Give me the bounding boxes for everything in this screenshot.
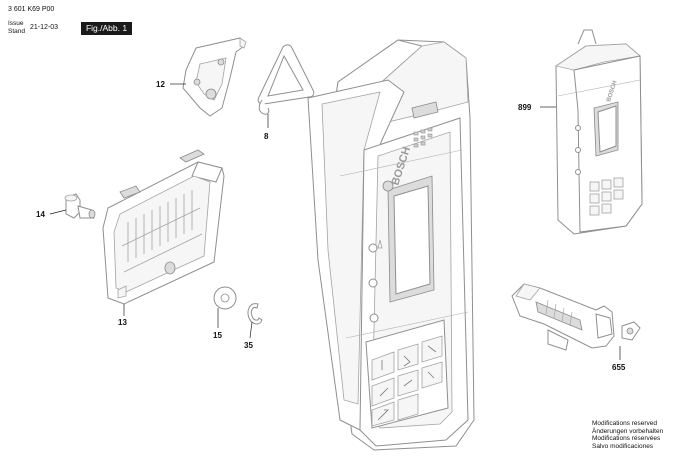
stand-label: Stand bbox=[8, 28, 25, 35]
callout-35: 35 bbox=[244, 341, 253, 350]
issue-label: Issue bbox=[8, 20, 24, 27]
part-35-clip bbox=[247, 303, 263, 325]
callout-8: 8 bbox=[264, 132, 269, 141]
part-15-washer bbox=[213, 286, 237, 310]
part-14-knob bbox=[64, 193, 96, 219]
footer-line-fr: Modifications réservées bbox=[592, 435, 661, 443]
callout-15: 15 bbox=[213, 331, 222, 340]
callout-655: 655 bbox=[612, 363, 626, 372]
leader-lines bbox=[49, 83, 621, 360]
callout-14: 14 bbox=[36, 210, 45, 219]
footer-line-es: Salvo modificaciones bbox=[592, 442, 654, 450]
callout-12: 12 bbox=[156, 80, 165, 89]
issue-date: 21-12-03 bbox=[30, 24, 59, 31]
figure-label: Fig./Abb. 1 bbox=[81, 22, 132, 35]
footer-line-en: Modifications reserved bbox=[592, 420, 658, 427]
part-12-bracket bbox=[182, 37, 247, 117]
footer-line-de: Änderungen vorbehalten bbox=[592, 427, 664, 435]
part-8-lanyard bbox=[257, 44, 315, 115]
part-13-battery-cover bbox=[102, 149, 225, 305]
document-code: 3 601 K69 P00 bbox=[8, 6, 55, 13]
issue-block: Issue Stand bbox=[8, 20, 25, 36]
part-655-clamp bbox=[511, 283, 641, 351]
receiver-housing: BOSCH bbox=[307, 39, 475, 451]
footer-notice: Modifications reserved Änderungen vorbeh… bbox=[592, 420, 663, 450]
callout-899: 899 bbox=[518, 103, 532, 112]
callout-13: 13 bbox=[118, 318, 127, 327]
part-899-receiver: BOSCH bbox=[554, 29, 643, 235]
